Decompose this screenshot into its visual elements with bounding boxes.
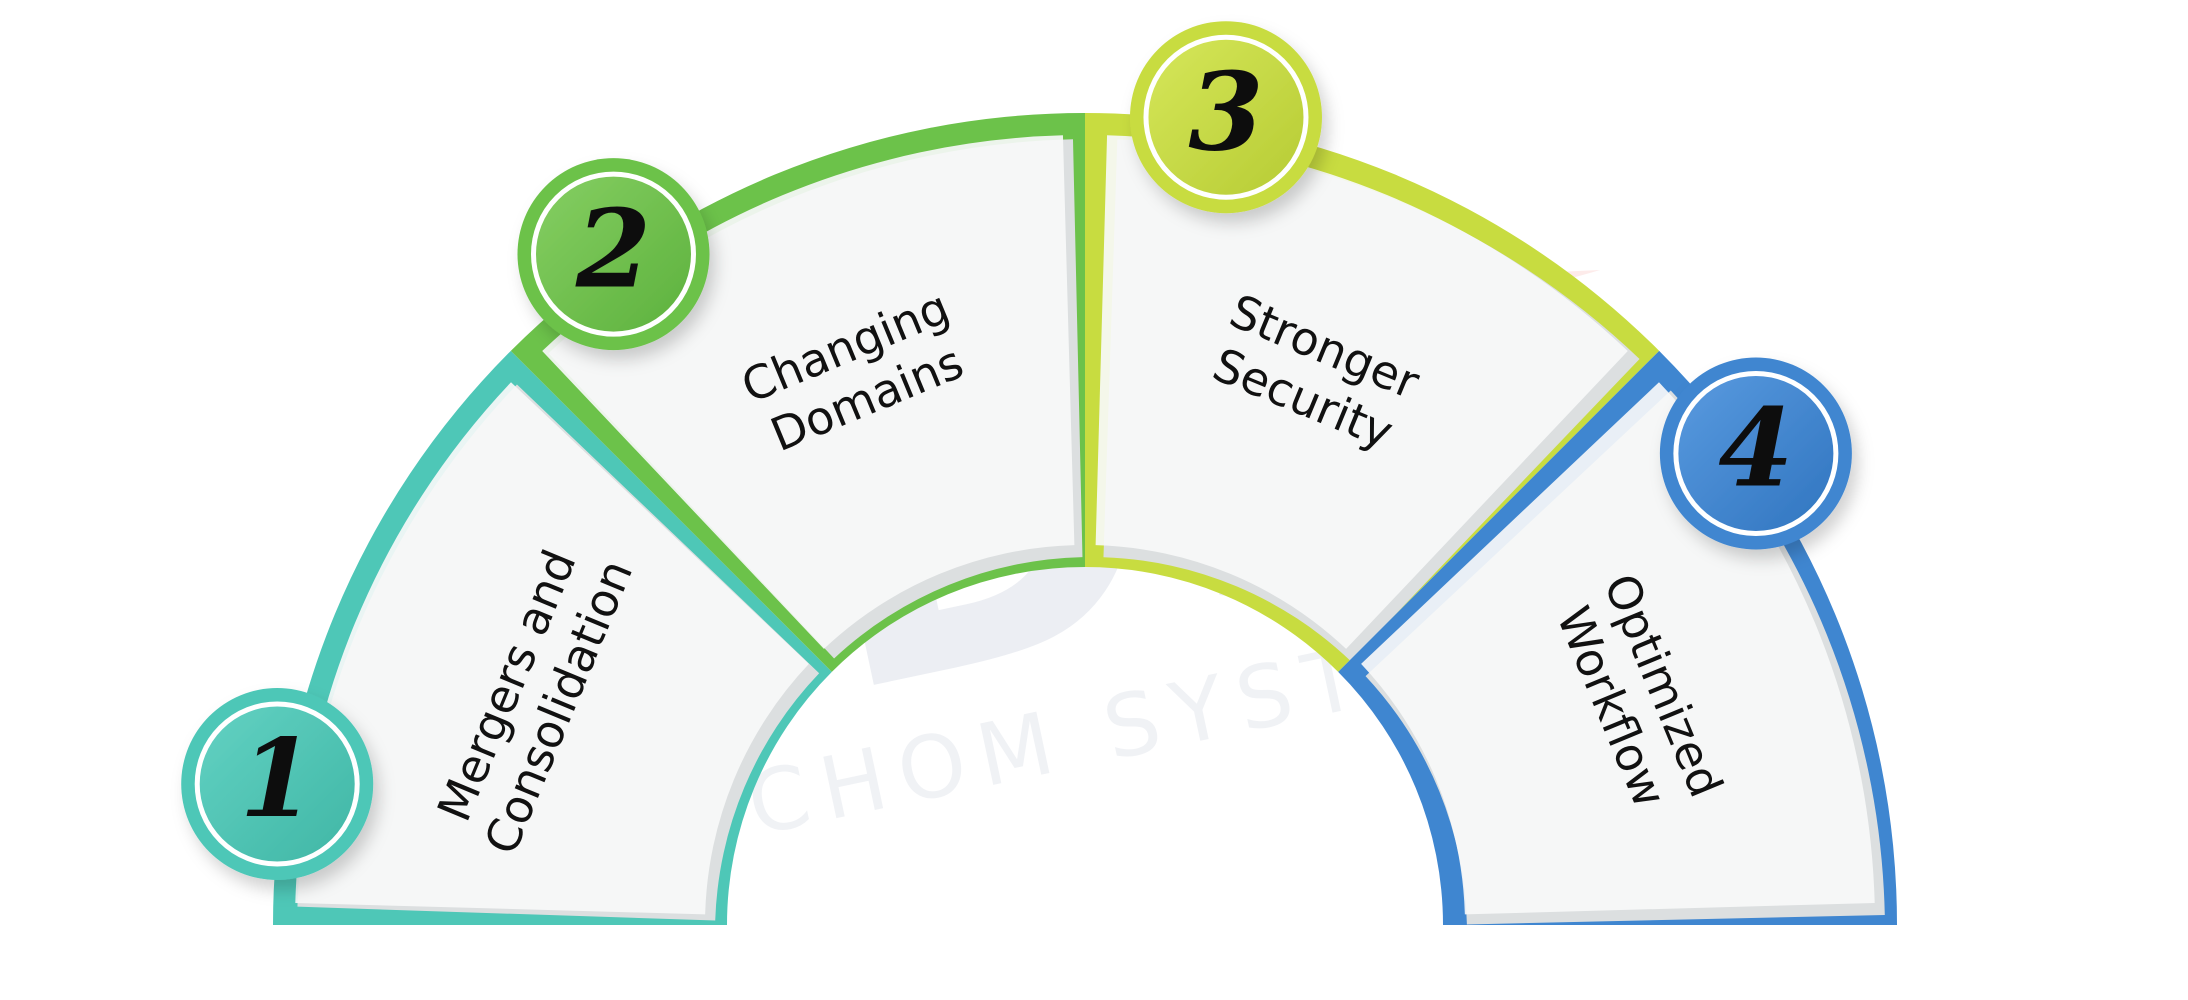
segment-3: StrongerSecurity [1085, 113, 1660, 672]
badge-3-number: 3 [1188, 49, 1263, 175]
badge-1-disc [194, 701, 360, 867]
badge-3: 3 [1129, 21, 1322, 214]
badge-1-number: 1 [240, 716, 315, 842]
badge-1: 1 [181, 688, 374, 881]
number-badges: 1 2 3 4 [181, 21, 1852, 881]
segment-1: Mergers andConsolidation [273, 350, 832, 925]
segment-1-panel [295, 382, 809, 915]
segment-3-panel [1095, 135, 1628, 649]
badge-2: 2 [517, 158, 710, 351]
badge-4-disc [1673, 370, 1839, 536]
badge-4-number: 4 [1718, 386, 1793, 512]
badge-2-number: 2 [575, 186, 651, 312]
badge-4: 4 [1659, 357, 1852, 550]
badge-3-disc [1143, 34, 1309, 200]
badge-2-disc [530, 171, 696, 337]
